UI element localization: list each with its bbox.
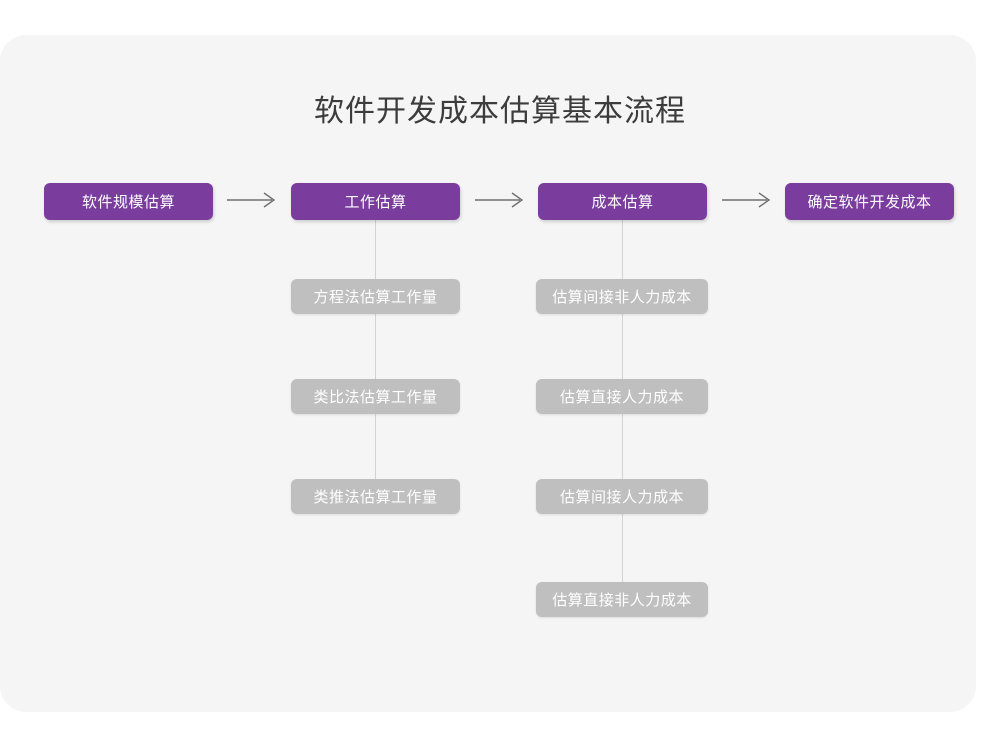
connector-line-branch-a: [375, 212, 376, 499]
node-label: 估算直接非人力成本: [552, 592, 692, 609]
branch-b-item-direct-labor-cost[interactable]: 估算直接人力成本: [536, 379, 708, 414]
node-label: 工作估算: [344, 194, 407, 211]
arrow-step3-to-step4: [721, 190, 773, 210]
node-label: 方程法估算工作量: [313, 289, 438, 306]
branch-b-item-indirect-nonlabor-cost[interactable]: 估算间接非人力成本: [536, 279, 708, 314]
diagram-canvas: [0, 35, 976, 712]
flow-step-determine-development-cost[interactable]: 确定软件开发成本: [785, 183, 954, 220]
branch-a-item-equation-method[interactable]: 方程法估算工作量: [291, 279, 460, 314]
node-label: 估算间接非人力成本: [552, 289, 692, 306]
arrow-step2-to-step3: [474, 190, 526, 210]
arrow-step1-to-step2: [226, 190, 278, 210]
flow-step-software-scale-estimation[interactable]: 软件规模估算: [44, 183, 213, 220]
node-label: 估算间接人力成本: [559, 489, 684, 506]
branch-b-item-indirect-labor-cost[interactable]: 估算间接人力成本: [536, 479, 708, 514]
node-label: 软件规模估算: [81, 194, 175, 211]
branch-b-item-direct-nonlabor-cost[interactable]: 估算直接非人力成本: [536, 582, 708, 617]
node-label: 类比法估算工作量: [313, 389, 438, 406]
page-title: 软件开发成本估算基本流程: [314, 95, 686, 128]
node-label: 类推法估算工作量: [313, 489, 438, 506]
flow-step-cost-estimation[interactable]: 成本估算: [538, 183, 707, 220]
node-label: 估算直接人力成本: [559, 389, 684, 406]
branch-a-item-extrapolation-method[interactable]: 类推法估算工作量: [291, 479, 460, 514]
flow-step-work-estimation[interactable]: 工作估算: [291, 183, 460, 220]
node-label: 成本估算: [591, 194, 654, 211]
node-label: 确定软件开发成本: [807, 194, 932, 211]
branch-a-item-analogy-method[interactable]: 类比法估算工作量: [291, 379, 460, 414]
